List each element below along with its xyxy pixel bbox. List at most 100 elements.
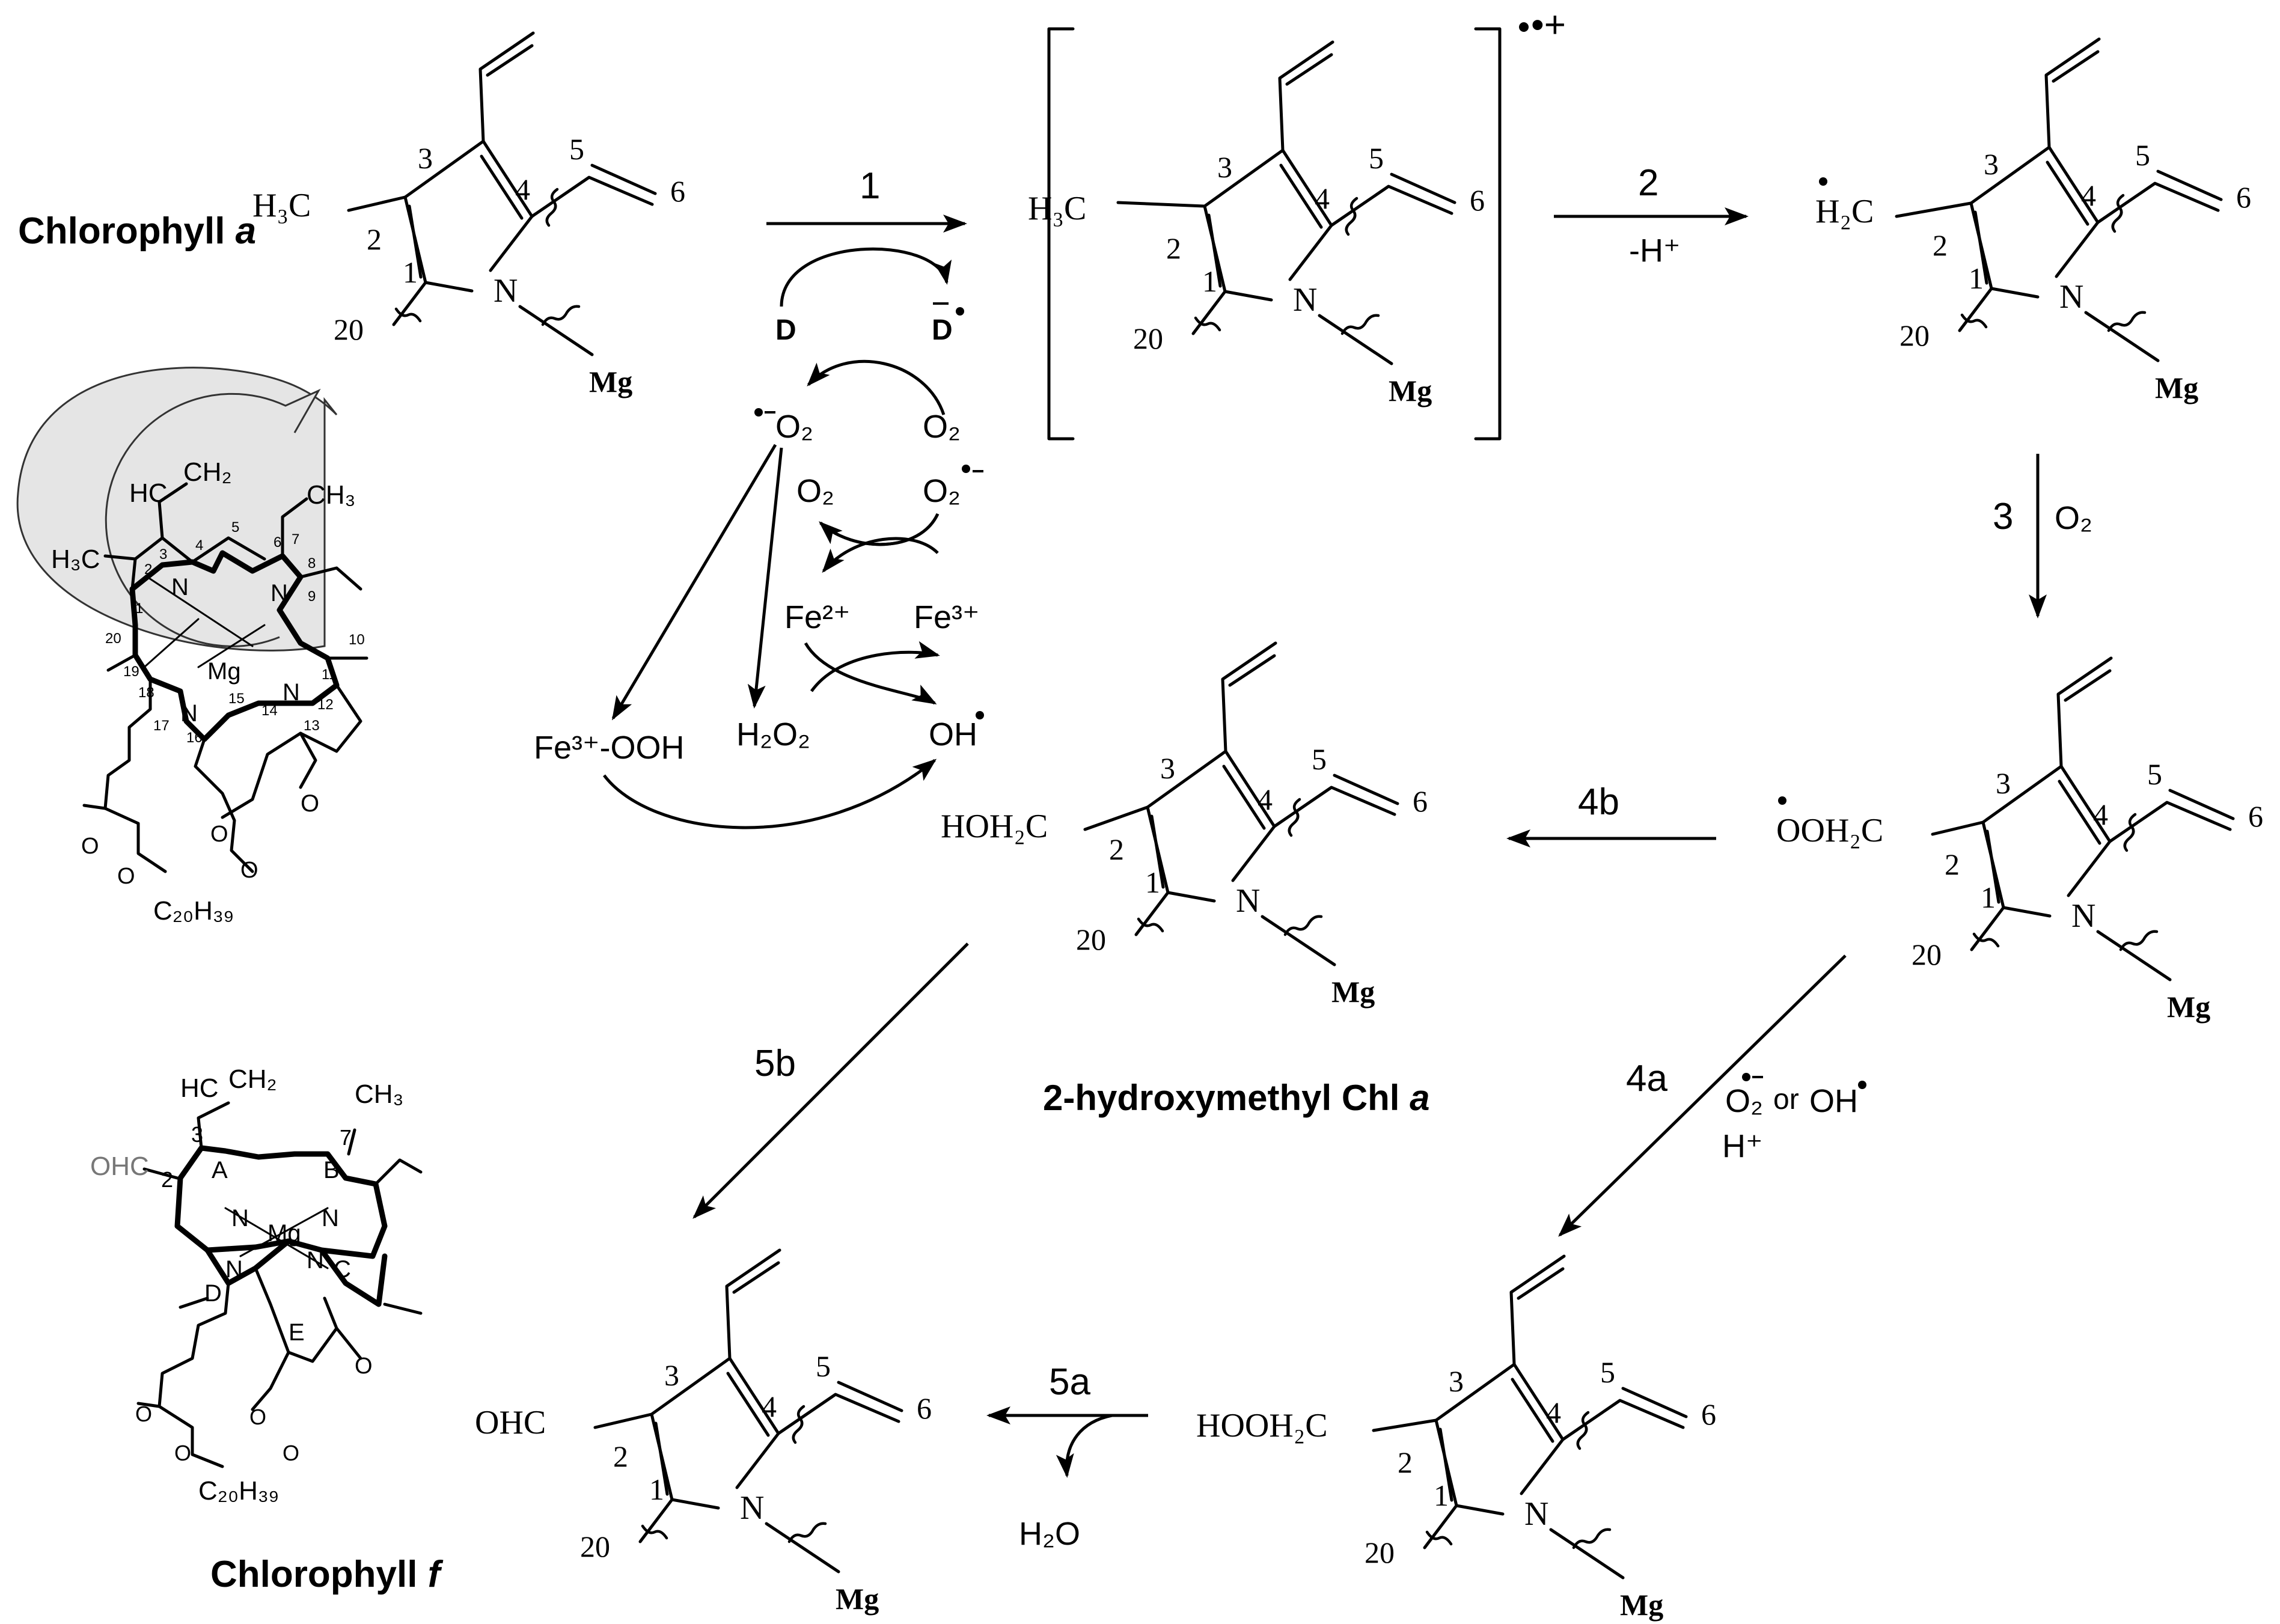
step-4a-superoxide: O₂: [1725, 1083, 1763, 1119]
pos-20: 20: [1365, 1536, 1395, 1569]
hydroperoxide-pyrrole: N Mg 1 2 3 4 5 6 20 HOOH₂C: [1196, 1256, 1716, 1622]
locant-20: 20: [105, 630, 121, 647]
ring-d-label: D: [204, 1280, 222, 1307]
pos-20: 20: [334, 313, 364, 346]
f-ester-o1: O: [135, 1402, 152, 1426]
pos-4: 4: [2093, 798, 2108, 831]
hydroxymethyl-pyrrole: N Mg 1 2 3 4 5 6 20 HOH₂C: [941, 643, 1428, 1009]
n-label: N: [494, 272, 518, 310]
locant-10: 10: [349, 632, 365, 648]
ring-b-label: B: [323, 1157, 340, 1183]
ester-o2: O: [117, 864, 135, 889]
pos-5: 5: [1312, 742, 1327, 776]
pos-2: 2: [1109, 832, 1124, 866]
pos-5: 5: [1369, 141, 1384, 175]
vinyl-ch2: CH₂: [183, 457, 232, 487]
pos-6: 6: [1470, 183, 1485, 217]
pos-5: 5: [569, 132, 584, 166]
locant-18: 18: [138, 685, 154, 701]
peroxyl-substituent: OOH₂C: [1776, 812, 1883, 849]
donor-radical-label: D: [932, 314, 953, 346]
pos-4: 4: [2081, 179, 2096, 212]
methyl-substituent: H₃C: [252, 187, 311, 224]
step-2-label: 2: [1638, 162, 1658, 204]
step-5a-product: H₂O: [1019, 1516, 1080, 1552]
f-ring-d-n: N: [225, 1256, 243, 1283]
step-3-label: 3: [1993, 496, 2013, 537]
n-label: N: [2059, 278, 2083, 316]
ring-a-label: A: [212, 1157, 228, 1183]
f-ring-a-n: N: [231, 1205, 249, 1232]
fe3: Fe³⁺: [914, 599, 980, 635]
pos-2: 2: [367, 222, 382, 256]
ring-c-n: N: [283, 679, 300, 706]
chlorophyll-f-label: Chlorophyll f: [210, 1554, 444, 1595]
pos-5: 5: [816, 1349, 831, 1383]
step-2-arrow: 2 -H⁺: [1554, 162, 1749, 269]
pos-6: 6: [1701, 1397, 1716, 1431]
mg-label: Mg: [1331, 975, 1375, 1009]
step-5b-arrow: 5b: [692, 942, 969, 1219]
pos-20: 20: [580, 1530, 610, 1563]
f-locant-3: 3: [191, 1122, 203, 1147]
pos-3: 3: [1449, 1364, 1464, 1398]
pos-4: 4: [1258, 783, 1273, 816]
n-label: N: [1524, 1495, 1548, 1533]
f-ring-c-n: N: [307, 1247, 324, 1274]
locant-7: 7: [292, 531, 299, 548]
pos-3: 3: [664, 1358, 679, 1392]
locant-11: 11: [322, 667, 337, 683]
pos-1: 1: [1145, 865, 1160, 899]
locant-8: 8: [308, 555, 316, 572]
callout-bubble: [105, 388, 321, 647]
methyl-radical-pyrrole: N Mg 1 2 3 4 5 6 20 H₂C: [1815, 39, 2251, 404]
pos-1: 1: [1434, 1479, 1449, 1512]
step-4a-label: 4a: [1626, 1058, 1667, 1099]
step-1-arrow: 1 D D: [766, 165, 967, 346]
pos-2: 2: [613, 1439, 628, 1473]
pos-6: 6: [2236, 180, 2251, 214]
f-keto-o: O: [355, 1354, 373, 1379]
step-4a-hydroxyl: OH: [1809, 1083, 1858, 1119]
ester-o1: O: [81, 834, 99, 859]
superoxide-right: O₂: [923, 473, 961, 509]
mg-label: Mg: [1389, 374, 1432, 408]
radical-cation-charge: •+: [1531, 4, 1566, 46]
f-methyl-ester-o1: O: [249, 1405, 266, 1429]
f-locant-2: 2: [161, 1167, 173, 1192]
hydrogen-peroxide: H₂O₂: [736, 716, 810, 752]
pos-4: 4: [1315, 182, 1330, 215]
f-ring-b-n: N: [322, 1205, 339, 1232]
pos-6: 6: [917, 1391, 932, 1425]
methyl-3: H₃C: [51, 545, 100, 574]
hydroxyl-radical: OH: [929, 716, 977, 752]
mg-center: Mg: [207, 658, 241, 685]
pos-6: 6: [2248, 799, 2263, 833]
step-4a-or: or: [1773, 1084, 1799, 1116]
f-locant-7: 7: [340, 1125, 352, 1150]
pos-5: 5: [2147, 757, 2162, 791]
f-ester-o2: O: [174, 1441, 191, 1465]
pos-4: 4: [762, 1390, 777, 1423]
pos-2: 2: [1166, 231, 1181, 265]
phytyl-chain: C₂₀H₃₉: [153, 896, 234, 926]
chlorophyll-a-label: Chlorophyll a: [18, 210, 256, 252]
vinyl-hc: HC: [129, 478, 168, 508]
peroxyl-radical-pyrrole: N Mg 1 2 3 4 5 6 20 OOH₂C: [1776, 658, 2263, 1024]
step-5a-arrow: 5a H₂O: [986, 1361, 1148, 1552]
donor-label: D: [775, 314, 796, 346]
f-vinyl-ch2: CH₂: [228, 1064, 277, 1094]
pos-6: 6: [670, 174, 685, 208]
ros-cycle: O₂ O₂ O₂ O₂ Fe²⁺ Fe³⁺ H₂O₂ OH Fe³⁺-OOH: [534, 359, 984, 829]
n-label: N: [1293, 281, 1317, 319]
ferric-hydroperoxide: Fe³⁺-OOH: [534, 730, 685, 766]
locant-15: 15: [228, 691, 245, 707]
step-4a-proton: H⁺: [1722, 1128, 1763, 1164]
radical-cation-pyrrole: N Mg 1 2 3 4 5 6 20 H₃C: [1028, 42, 1485, 408]
ring-d-n: N: [180, 700, 198, 727]
pos-5: 5: [2135, 138, 2150, 172]
superoxide-left: O₂: [775, 409, 813, 445]
locant-9: 9: [308, 588, 316, 605]
hydroxymethyl-substituent: HOH₂C: [941, 808, 1048, 845]
